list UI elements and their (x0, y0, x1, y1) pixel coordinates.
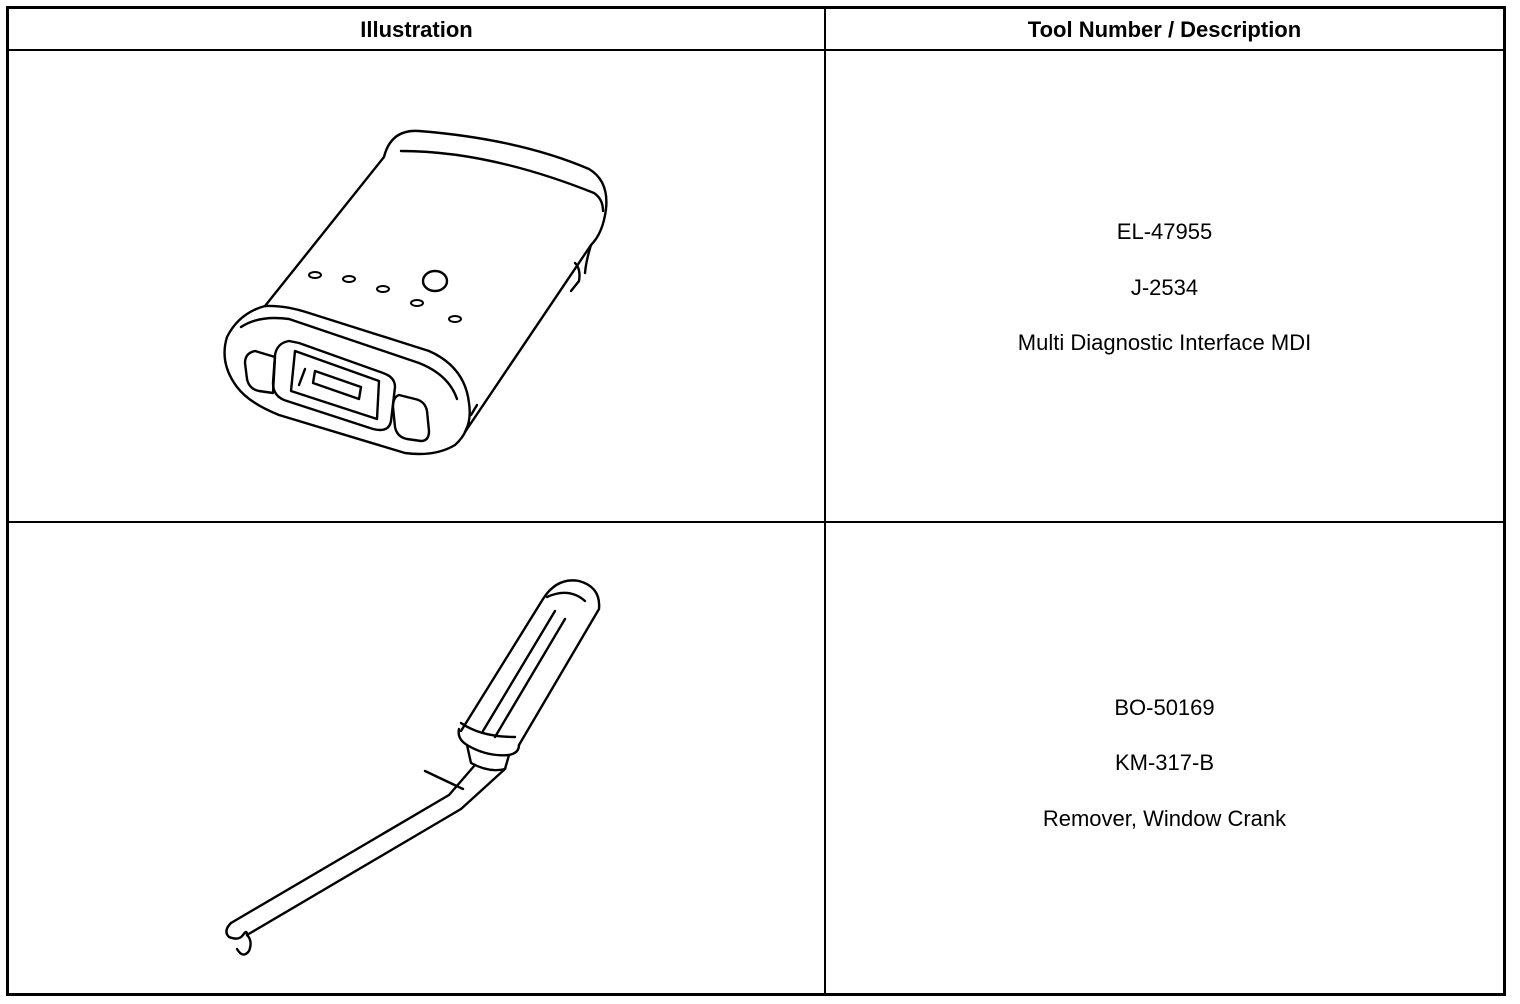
tool-table: Illustration Tool Number / Description (6, 6, 1506, 996)
illustration-cell (9, 51, 824, 521)
table-header-row: Illustration Tool Number / Description (9, 9, 1503, 51)
tool-description: Multi Diagnostic Interface MDI (1017, 330, 1312, 355)
header-illustration: Illustration (360, 17, 473, 42)
table-row: EL-47955 J-2534 Multi Diagnostic Interfa… (9, 51, 1503, 521)
tool-number: EL-47955 (1116, 219, 1213, 244)
window-crank-remover-icon (225, 579, 601, 956)
tool-number: BO-50169 (1114, 695, 1215, 720)
column-divider (824, 9, 826, 993)
illustration-cell (9, 523, 824, 993)
multi-diagnostic-interface-icon (223, 129, 608, 456)
tool-number: KM-317-B (1114, 750, 1215, 775)
tool-number: J-2534 (1130, 275, 1199, 300)
header-tool-number-description: Tool Number / Description (1027, 17, 1302, 42)
row-divider (9, 521, 1503, 523)
table-row: BO-50169 KM-317-B Remover, Window Crank (9, 523, 1503, 993)
tool-description: Remover, Window Crank (1042, 806, 1287, 831)
description-cell: EL-47955 J-2534 Multi Diagnostic Interfa… (826, 51, 1503, 521)
description-cell: BO-50169 KM-317-B Remover, Window Crank (826, 523, 1503, 993)
